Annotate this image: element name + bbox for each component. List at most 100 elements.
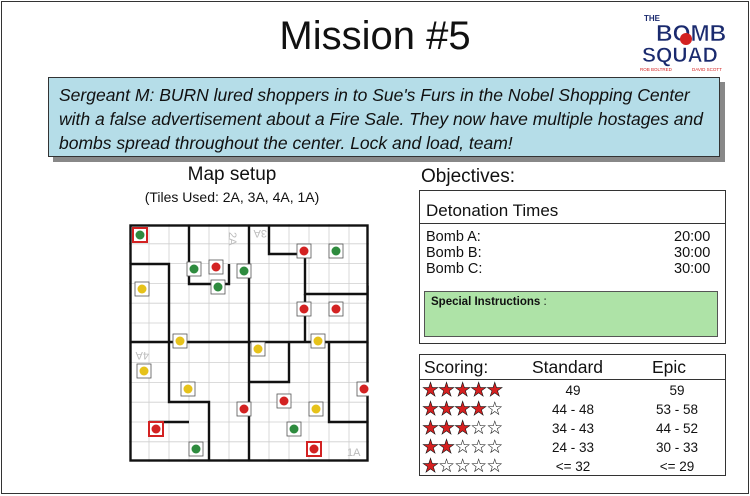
map-token-figure bbox=[289, 424, 299, 434]
bomb-time: 30:00 bbox=[674, 261, 711, 277]
star-rating: ★★★☆☆ bbox=[422, 418, 504, 439]
epic-score: <= 29 bbox=[659, 459, 695, 474]
special-suffix: : bbox=[540, 296, 547, 308]
logo-credit-left: ROB BOLTRED bbox=[640, 67, 673, 72]
map-token-figure bbox=[331, 246, 341, 256]
logo-the: THE bbox=[644, 14, 661, 23]
star-filled-icon: ★ bbox=[438, 418, 456, 439]
star-filled-icon: ★ bbox=[470, 380, 488, 401]
tile-label-1a: 1A bbox=[347, 447, 361, 459]
star-empty-icon: ☆ bbox=[470, 418, 487, 439]
standard-score: <= 32 bbox=[555, 459, 591, 474]
star-filled-icon: ★ bbox=[422, 456, 440, 477]
map-token-figure bbox=[189, 264, 199, 274]
map-token-figure bbox=[299, 246, 309, 256]
logo-bomb-icon bbox=[680, 33, 692, 45]
bomb-time: 30:00 bbox=[674, 245, 711, 261]
epic-score: 53 - 58 bbox=[655, 402, 699, 417]
star-filled-icon: ★ bbox=[454, 380, 472, 401]
star-empty-icon: ☆ bbox=[470, 456, 487, 477]
map-token-figure bbox=[239, 404, 249, 414]
map-token-figure bbox=[239, 266, 249, 276]
detonation-heading: Detonation Times bbox=[426, 201, 559, 220]
map-tokens bbox=[132, 227, 369, 457]
objectives-heading: Objectives: bbox=[421, 166, 515, 187]
star-filled-icon: ★ bbox=[438, 437, 456, 458]
map-walls bbox=[129, 224, 369, 462]
score-row: ★☆☆☆☆<= 32<= 29 bbox=[420, 456, 725, 477]
star-filled-icon: ★ bbox=[454, 399, 472, 420]
star-empty-icon: ☆ bbox=[486, 418, 503, 439]
map-token-figure bbox=[135, 230, 145, 240]
map-tile-labels: 2A 3A 4A 1A bbox=[135, 227, 361, 459]
bomb-squad-logo: THE BOMB SQUAD ROB BOLTRED DAVID SCOTT bbox=[640, 14, 727, 72]
logo-credit-right: DAVID SCOTT bbox=[692, 67, 722, 72]
bomb-name: Bomb A: bbox=[426, 229, 481, 245]
map-token-figure bbox=[175, 336, 185, 346]
bomb-time: 20:00 bbox=[674, 229, 711, 245]
scoring-heading: Scoring: bbox=[424, 357, 489, 377]
map-token-figure bbox=[299, 304, 309, 314]
standard-score: 24 - 33 bbox=[551, 440, 595, 455]
star-filled-icon: ★ bbox=[422, 437, 440, 458]
standard-heading: Standard bbox=[532, 357, 604, 377]
star-empty-icon: ☆ bbox=[454, 456, 471, 477]
star-rating: ★★★★★ bbox=[422, 380, 504, 401]
star-empty-icon: ☆ bbox=[486, 456, 503, 477]
map-token-figure bbox=[191, 444, 201, 454]
map-token-figure bbox=[313, 336, 323, 346]
map-token-figure bbox=[331, 304, 341, 314]
map-setup-heading: Map setup bbox=[187, 164, 277, 185]
star-filled-icon: ★ bbox=[422, 399, 440, 420]
star-rating: ★★☆☆☆ bbox=[422, 437, 504, 458]
tile-label-4a: 4A bbox=[135, 349, 149, 361]
map-token-figure bbox=[211, 262, 221, 272]
bomb-name: Bomb C: bbox=[426, 261, 483, 277]
star-rating: ★☆☆☆☆ bbox=[422, 456, 504, 477]
star-empty-icon: ☆ bbox=[486, 399, 503, 420]
epic-score: 59 bbox=[669, 383, 685, 398]
mission-title: Mission #5 bbox=[279, 14, 471, 58]
logo-bomb: BOMB bbox=[656, 20, 726, 46]
map-token-figure bbox=[309, 444, 319, 454]
map-token-figure bbox=[183, 384, 193, 394]
map-token-figure bbox=[279, 396, 289, 406]
bomb-name: Bomb B: bbox=[426, 245, 482, 261]
map-token-figure bbox=[213, 282, 223, 292]
map-setup-grid: 2A 3A 4A 1A bbox=[129, 224, 369, 462]
standard-score: 44 - 48 bbox=[551, 402, 595, 417]
star-empty-icon: ☆ bbox=[438, 456, 455, 477]
epic-heading: Epic bbox=[652, 357, 687, 377]
map-token-figure bbox=[139, 366, 149, 376]
standard-score: 34 - 43 bbox=[551, 421, 595, 436]
star-empty-icon: ☆ bbox=[486, 437, 503, 458]
star-filled-icon: ★ bbox=[470, 399, 488, 420]
star-filled-icon: ★ bbox=[438, 380, 456, 401]
map-token-figure bbox=[137, 284, 147, 294]
map-token-figure bbox=[359, 384, 369, 394]
map-tiles-used: (Tiles Used: 2A, 3A, 4A, 1A) bbox=[144, 189, 320, 205]
star-filled-icon: ★ bbox=[438, 399, 456, 420]
standard-score: 49 bbox=[565, 383, 581, 398]
tile-label-3a: 3A bbox=[253, 227, 267, 239]
star-empty-icon: ☆ bbox=[454, 437, 471, 458]
special-label: Special Instructions bbox=[431, 296, 541, 308]
tile-label-2a: 2A bbox=[226, 232, 238, 246]
star-rating: ★★★★☆ bbox=[422, 399, 504, 420]
star-filled-icon: ★ bbox=[422, 418, 440, 439]
map-token-figure bbox=[253, 344, 263, 354]
mission-briefing: Sergeant M: BURN lured shoppers in to Su… bbox=[48, 77, 720, 157]
star-empty-icon: ☆ bbox=[470, 437, 487, 458]
special-instructions: Special Instructions : bbox=[424, 291, 718, 337]
map-token-figure bbox=[151, 424, 161, 434]
star-filled-icon: ★ bbox=[422, 380, 440, 401]
logo-squad: SQUAD bbox=[642, 44, 718, 67]
star-filled-icon: ★ bbox=[486, 380, 504, 401]
map-token-figure bbox=[311, 404, 321, 414]
